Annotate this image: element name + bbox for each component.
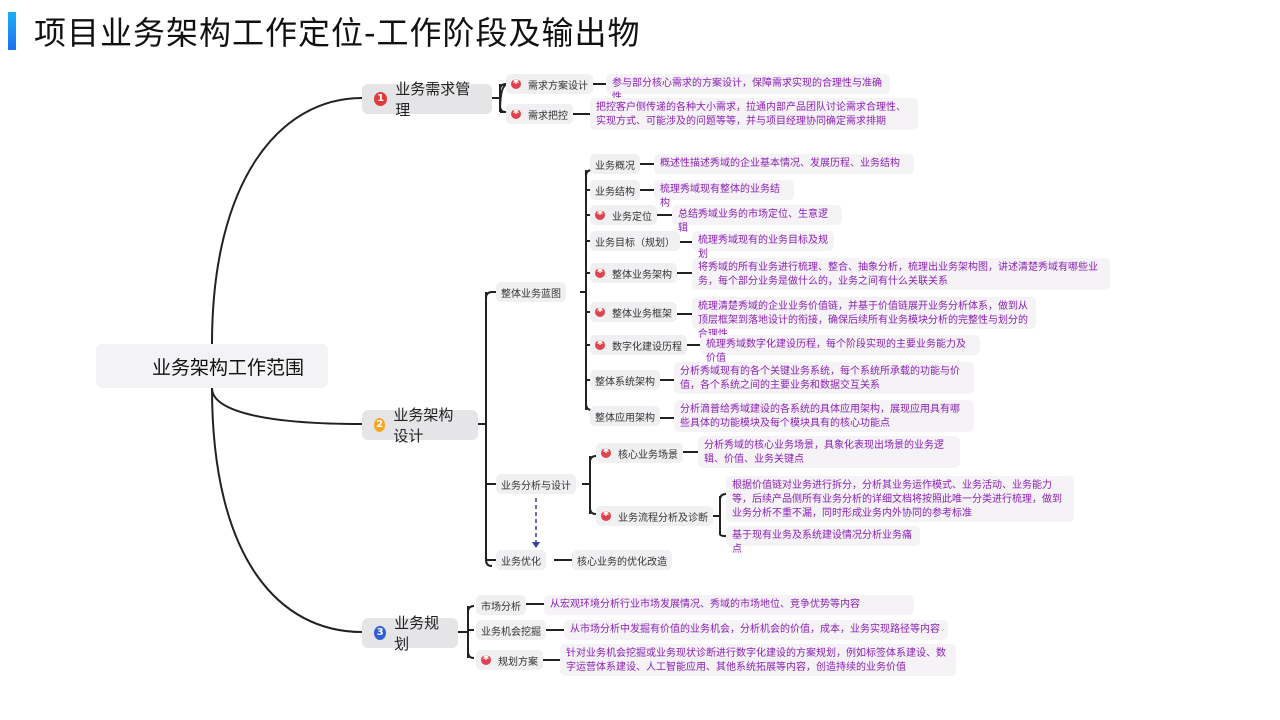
node-label: 整体业务架构 xyxy=(612,269,672,281)
node-requirement-control[interactable]: 需求把控 xyxy=(506,104,573,124)
star-icon xyxy=(511,77,521,89)
number-badge-icon: 2 xyxy=(374,418,386,432)
leaf-description: 分析秀域现有的各个关键业务系统，每个系统所承载的功能与价值，各个系统之间的主要业… xyxy=(674,362,974,394)
root-node[interactable]: 业务架构工作范围 xyxy=(96,344,328,388)
branch-business-requirements[interactable]: 1 业务需求管理 xyxy=(362,80,492,119)
node-planning-scheme[interactable]: 规划方案 xyxy=(476,650,543,670)
node-overall-application-architecture[interactable]: 整体应用架构 xyxy=(590,406,660,426)
node-label: 需求把控 xyxy=(528,110,568,122)
group-label: 业务分析与设计 xyxy=(501,480,571,492)
node-business-goals[interactable]: 业务目标（规划） xyxy=(590,231,680,251)
leaf-description: 根据价值链对业务进行拆分，分析其业务运作模式、业务活动、业务能力等，后续产品侧所… xyxy=(726,476,1074,522)
leaf-description: 梳理秀域现有整体的业务结构 xyxy=(654,180,794,209)
node-business-overview[interactable]: 业务概况 xyxy=(590,154,640,174)
connector-root-b3 xyxy=(211,387,363,633)
branch-business-planning[interactable]: 3 业务规划 xyxy=(362,614,458,653)
star-icon xyxy=(601,446,611,458)
node-label: 业务结构 xyxy=(595,186,635,198)
leaf-description: 将秀域的所有业务进行梳理、整合、抽象分析，梳理出业务架构图，讲述清楚秀域有哪些业… xyxy=(692,258,1110,290)
node-business-structure[interactable]: 业务结构 xyxy=(590,180,640,200)
connector-root-b1 xyxy=(211,97,363,345)
node-label: 整体业务框架 xyxy=(612,308,672,320)
node-label: 整体系统架构 xyxy=(595,376,655,388)
title-accent-bar xyxy=(8,12,16,50)
node-label: 业务概况 xyxy=(595,160,635,172)
leaf-description: 梳理秀域现有的业务目标及规划 xyxy=(692,231,834,260)
branch-architecture-design[interactable]: 2 业务架构设计 xyxy=(362,406,478,445)
connector-b2 xyxy=(478,292,493,567)
node-business-positioning[interactable]: 业务定位 xyxy=(590,205,657,225)
node-overall-business-framework[interactable]: 整体业务框架 xyxy=(590,302,677,322)
leaf-description: 从市场分析中发掘有价值的业务机会，分析机会的价值，成本，业务实现路径等内容 xyxy=(564,620,948,640)
star-icon xyxy=(595,338,605,350)
number-badge-icon: 3 xyxy=(374,626,387,640)
leaf-description: 把控客户侧传递的各种大小需求，拉通内部产品团队讨论需求合理性、实现方式、可能涉及… xyxy=(590,98,918,130)
star-icon xyxy=(595,208,605,220)
node-label: 业务定位 xyxy=(612,211,652,223)
leaf-description: 梳理清楚秀域的企业业务价值链，并基于价值链展开业务分析体系，做到从顶层框架到落地… xyxy=(692,297,1036,340)
branch-label: 业务架构设计 xyxy=(393,406,454,445)
connector-root-b2 xyxy=(211,387,363,425)
star-icon xyxy=(511,107,521,119)
star-icon xyxy=(595,266,605,278)
node-core-business-scenarios[interactable]: 核心业务场景 xyxy=(596,443,683,463)
node-digitalization-history[interactable]: 数字化建设历程 xyxy=(590,335,687,355)
leaf-description: 概述性描述秀域的企业基本情况、发展历程、业务结构 xyxy=(654,154,914,174)
leaf-description: 核心业务的优化改造 xyxy=(577,556,667,568)
group-business-blueprint[interactable]: 整体业务蓝图 xyxy=(496,282,566,302)
group-business-analysis-design[interactable]: 业务分析与设计 xyxy=(496,474,576,494)
star-icon xyxy=(481,653,491,665)
branch-label: 业务规划 xyxy=(394,614,440,653)
leaf-description: 梳理秀域数字化建设历程，每个阶段实现的主要业务能力及价值 xyxy=(700,335,980,364)
node-label: 市场分析 xyxy=(481,601,521,613)
node-label: 数字化建设历程 xyxy=(612,341,682,353)
node-label: 需求方案设计 xyxy=(528,80,588,92)
number-badge-icon: 1 xyxy=(374,92,388,106)
leaf-description: 从宏观环境分析行业市场发展情况、秀域的市场地位、竞争优势等内容 xyxy=(544,595,914,615)
node-label: 核心业务场景 xyxy=(618,449,678,461)
star-icon xyxy=(595,305,605,317)
root-label: 业务架构工作范围 xyxy=(152,356,305,379)
node-market-analysis[interactable]: 市场分析 xyxy=(476,595,526,615)
node-process-analysis-diagnosis[interactable]: 业务流程分析及诊断 xyxy=(596,506,713,526)
node-opportunity-mining[interactable]: 业务机会挖掘 xyxy=(476,620,546,640)
node-label: 整体应用架构 xyxy=(595,412,655,424)
node-label: 业务机会挖掘 xyxy=(481,626,541,638)
node-requirement-design[interactable]: 需求方案设计 xyxy=(506,74,593,94)
leaf-optimization-desc: 核心业务的优化改造 xyxy=(572,550,672,570)
node-overall-system-architecture[interactable]: 整体系统架构 xyxy=(590,370,660,390)
leaf-description: 分析滴普给秀域建设的各系统的具体应用架构，展现应用具有哪些具体的功能模块及每个模… xyxy=(674,400,974,432)
node-overall-business-architecture[interactable]: 整体业务架构 xyxy=(590,263,677,283)
group-business-optimization[interactable]: 业务优化 xyxy=(496,550,546,570)
leaf-description: 基于现有业务及系统建设情况分析业务痛点 xyxy=(726,526,920,555)
connector-blueprint xyxy=(580,170,587,410)
leaf-description: 总结秀域业务的市场定位、生意逻辑 xyxy=(672,205,842,234)
leaf-description: 分析秀域的核心业务场景，具象化表现出场景的业务逻辑、价值、业务关键点 xyxy=(698,436,960,468)
leaf-description: 针对业务机会挖掘或业务现状诊断进行数字化建设的方案规划，例如标签体系建设、数字运… xyxy=(560,644,956,676)
node-label: 业务流程分析及诊断 xyxy=(618,512,708,524)
page-title: 项目业务架构工作定位-工作阶段及输出物 xyxy=(34,14,641,52)
group-label: 业务优化 xyxy=(501,556,541,568)
group-label: 整体业务蓝图 xyxy=(501,288,561,300)
star-icon xyxy=(601,509,611,521)
leaf-description: 参与部分核心需求的方案设计，保障需求实现的合理性与准确性 xyxy=(606,74,890,103)
node-label: 规划方案 xyxy=(498,656,538,668)
branch-label: 业务需求管理 xyxy=(395,80,471,119)
node-label: 业务目标（规划） xyxy=(595,237,675,249)
